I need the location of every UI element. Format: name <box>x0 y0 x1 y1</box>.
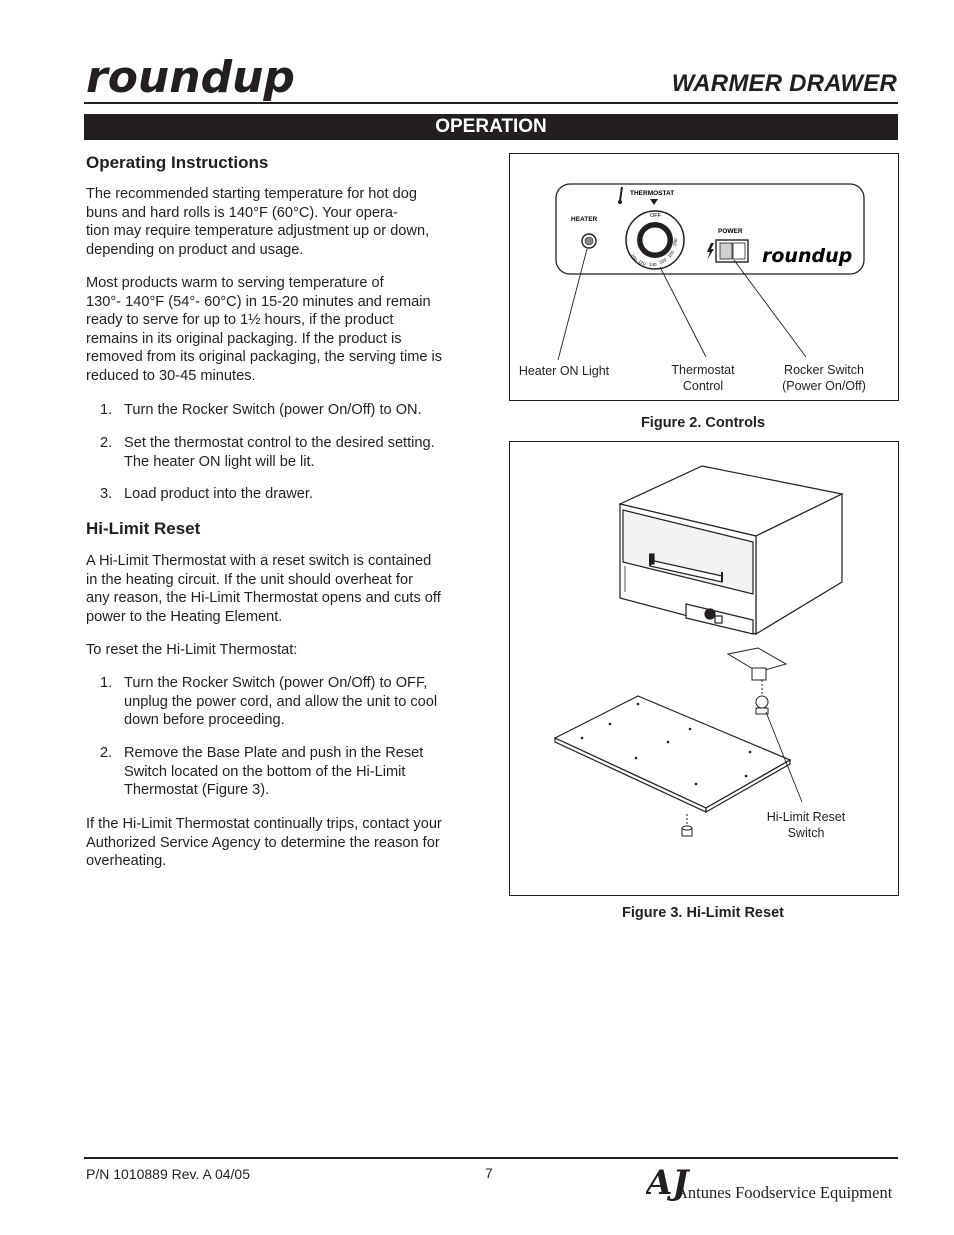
dial-mark: 140 <box>649 262 657 267</box>
callout-line: (Power On/Off) <box>782 378 866 393</box>
figure-3-frame: Hi-Limit Reset Switch <box>509 441 899 896</box>
thermostat-label: THERMOSTAT <box>630 190 674 197</box>
hilimit-para-3: If the Hi-Limit Thermostat continually t… <box>86 815 476 871</box>
callout-line: Hi-Limit Reset <box>766 810 846 824</box>
step-text: unplug the power cord, and allow the uni… <box>124 693 438 710</box>
roundup-logo: roundup <box>86 54 295 103</box>
callout-line: Rocker Switch <box>784 363 864 377</box>
step-number: 1. <box>100 675 113 691</box>
text-line: any reason, the Hi-Limit Thermostat open… <box>86 590 441 606</box>
dial-mark: 120 <box>638 259 647 267</box>
hi-limit-thermostat-bracket <box>726 647 788 715</box>
figure-2-frame: THERMOSTAT HEATER OFF 100 120 140 160 18… <box>509 153 899 401</box>
text-line: A Hi-Limit Thermostat with a reset switc… <box>86 553 432 569</box>
text-line: Most products warm to serving temperatur… <box>86 275 384 291</box>
reset-plug-icon <box>681 814 693 837</box>
text-line: power to the Heating Element. <box>86 608 283 625</box>
text-line: overheating. <box>86 853 167 869</box>
roundup-logo-text: roundup <box>86 54 295 103</box>
power-label: POWER <box>718 228 743 235</box>
text-line: reduced to 30-45 minutes. <box>86 367 256 384</box>
rocker-callout: Rocker Switch (Power On/Off) <box>774 363 874 394</box>
header-rule <box>84 102 898 104</box>
text-line: The recommended starting temperature for… <box>86 186 417 202</box>
thermostat-dial: OFF 100 120 140 160 180 200 <box>625 210 685 270</box>
dial-mark: 100 <box>630 253 638 262</box>
page-number: 7 <box>485 1165 493 1181</box>
panel-brand-logo: roundup <box>762 245 852 267</box>
page-title: WARMER DRAWER <box>671 70 897 97</box>
dial-mark: 200 <box>672 237 678 246</box>
callout-line: Control <box>682 378 724 393</box>
heater-leader-line <box>557 248 588 361</box>
callout-line: Thermostat <box>671 363 735 377</box>
heater-label: HEATER <box>571 216 598 223</box>
hilimit-para-2: To reset the Hi-Limit Thermostat: <box>86 642 298 658</box>
step-text: Load product into the drawer. <box>124 486 314 502</box>
part-number: P/N 1010889 Rev. A 04/05 <box>86 1166 250 1182</box>
company-name: Antunes Foodservice Equipment <box>676 1183 893 1202</box>
step-number: 3. <box>100 486 113 502</box>
dial-mark: 160 <box>658 257 667 265</box>
text-line: If the Hi-Limit Thermostat continually t… <box>86 816 442 832</box>
warmer-drawer-unit <box>618 465 844 636</box>
thermostat-leader-line <box>659 266 707 358</box>
section-banner: OPERATION <box>84 114 898 140</box>
antunes-logo-icon: AJ <box>646 1163 690 1202</box>
figure-3-caption: Figure 3. Hi-Limit Reset <box>622 905 784 921</box>
step-number: 2. <box>100 745 113 761</box>
footer-rule <box>84 1157 898 1159</box>
callout-line: Switch <box>787 825 825 840</box>
antunes-logo-mark: AJ <box>646 1163 690 1202</box>
operating-para-1: The recommended starting temperature for… <box>86 185 476 259</box>
hilimit-para-1: A Hi-Limit Thermostat with a reset switc… <box>86 552 476 626</box>
text-line: remains in its original packaging. If th… <box>86 330 402 347</box>
step-text: down before proceeding. <box>124 712 285 728</box>
indicator-arrow-icon <box>650 199 658 205</box>
text-line: 130°- 140°F (54°- 60°C) in 15-20 minutes… <box>86 293 431 310</box>
controls-illustration: THERMOSTAT HEATER OFF 100 120 140 160 18… <box>555 183 865 361</box>
step-text: Set the thermostat control to the desire… <box>124 435 435 451</box>
text-line: buns and hard rolls is 140°F (60°C). You… <box>86 204 398 221</box>
hi-limit-illustration <box>553 465 844 837</box>
figure-2-caption: Figure 2. Controls <box>640 415 766 431</box>
thermometer-icon <box>618 186 623 204</box>
text-line: in the heating circuit. If the unit shou… <box>86 571 413 588</box>
step-text: Thermostat (Figure 3). <box>124 782 270 798</box>
step-number: 2. <box>100 435 113 451</box>
dial-off-label: OFF <box>650 213 662 219</box>
rocker-leader-line <box>733 259 807 358</box>
text-line: depending on product and usage. <box>86 241 304 258</box>
operating-para-2: Most products warm to serving temperatur… <box>86 274 476 385</box>
step-text: Turn the Rocker Switch (power On/Off) to… <box>124 402 422 418</box>
text-line: ready to serve for up to 1½ hours, if th… <box>86 312 394 328</box>
step-number: 1. <box>100 402 113 418</box>
step-text: Remove the Base Plate and push in the Re… <box>124 745 424 761</box>
hi-limit-leader-line <box>765 711 803 803</box>
base-plate <box>553 695 792 814</box>
step-text: Turn the Rocker Switch (power On/Off) to… <box>124 675 428 691</box>
text-line: tion may require temperature adjustment … <box>86 223 430 239</box>
step-text: Switch located on the bottom of the Hi-L… <box>124 763 406 780</box>
heater-callout: Heater ON Light <box>518 364 610 378</box>
lightning-icon <box>707 243 714 260</box>
text-line: Authorized Service Agency to determine t… <box>86 834 440 851</box>
hilimit-heading: Hi-Limit Reset <box>86 519 201 538</box>
text-line: removed from its original packaging, the… <box>86 349 443 365</box>
hi-limit-callout: Hi-Limit Reset Switch <box>756 810 856 841</box>
dial-mark: 180 <box>667 249 676 258</box>
operating-heading: Operating Instructions <box>86 153 269 172</box>
heater-light-icon <box>581 233 597 249</box>
rocker-switch-icon <box>715 239 749 263</box>
step-text: The heater ON light will be lit. <box>124 453 315 470</box>
thermostat-callout: Thermostat Control <box>658 363 748 394</box>
